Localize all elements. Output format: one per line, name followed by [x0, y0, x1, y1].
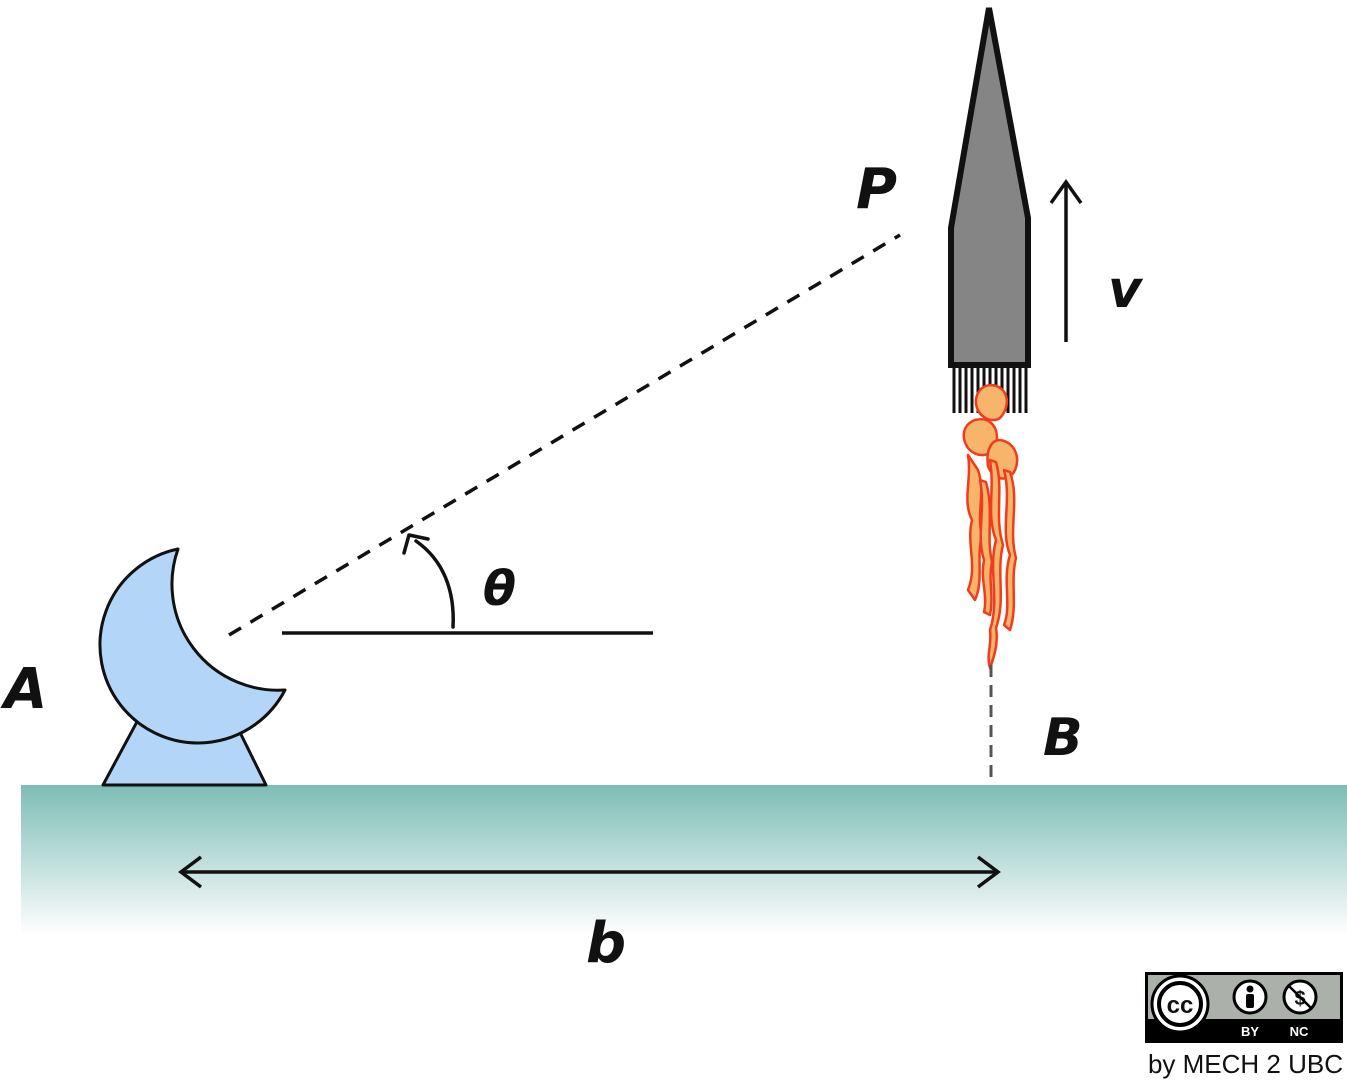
- line-of-sight: [228, 233, 901, 637]
- cc-text: cc: [1167, 992, 1194, 1019]
- radar-dish-icon: [98, 547, 287, 787]
- creative-commons-icon: cc: [1150, 974, 1210, 1034]
- by-text: BY: [1241, 1024, 1259, 1039]
- ground: [21, 785, 1347, 935]
- distance-arrow: [178, 855, 1001, 889]
- noncommercial-dollar-icon: $: [1282, 979, 1318, 1015]
- license-badge: cc $ BY NC: [1145, 972, 1343, 1043]
- credit-text: by MECH 2 UBC: [1148, 1049, 1343, 1079]
- angle-arc: [402, 533, 455, 629]
- rocket-icon: [948, 7, 1031, 670]
- label-v: v: [1108, 260, 1144, 320]
- rocket-flame: [962, 383, 1019, 670]
- rocket-body: [948, 7, 1031, 368]
- label-distance-b: b: [586, 911, 626, 976]
- nc-text: NC: [1290, 1024, 1309, 1039]
- label-a: A: [0, 657, 47, 722]
- velocity-arrow: [1049, 178, 1083, 342]
- attribution-person-icon: [1232, 979, 1268, 1015]
- svg-text:$: $: [1294, 988, 1305, 1010]
- radar-dish: [98, 547, 287, 745]
- label-theta: θ: [483, 561, 516, 617]
- label-b: B: [1043, 708, 1083, 768]
- label-p: P: [856, 157, 897, 222]
